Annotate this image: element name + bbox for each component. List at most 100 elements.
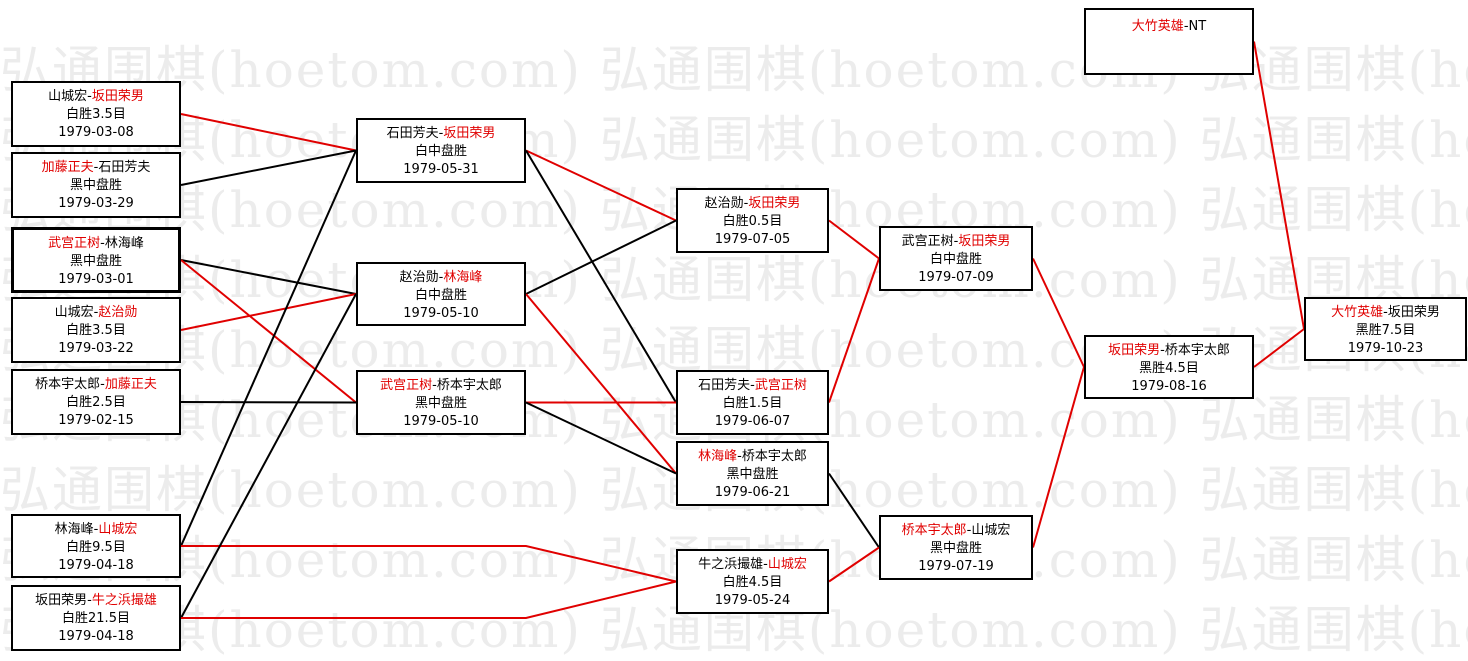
match-players: 桥本宇太郎-加藤正夫 [13,376,179,394]
match-date: 1979-06-07 [714,414,791,429]
match-date: 1979-03-08 [58,125,134,140]
winner-connector-line [1032,258,1085,368]
match-date: 1979-04-18 [58,558,134,573]
match-result: 黑中盘胜 [929,541,982,556]
winner-connector-line [181,545,677,583]
player-white: 坂田荣男 [1387,305,1440,320]
separator: - [750,378,755,393]
match-result: 白胜3.5目 [66,107,126,122]
player-white: 坂田荣男 [91,89,144,104]
winner-connector-line [180,293,357,331]
match-players: 加藤正夫-石田芳夫 [13,159,179,177]
player-white: 桥本宇太郎 [741,449,807,464]
player-white: 牛之浜撮雄 [91,593,157,608]
separator: - [87,89,92,104]
player-black: 坂田荣男 [35,593,88,608]
loser-connector-line [180,293,357,619]
loser-connector-line [180,149,357,186]
separator: - [100,377,105,392]
player-black: 桥本宇太郎 [901,523,967,538]
match-date: 1979-05-24 [714,593,791,608]
match-box[interactable]: 武宫正树-坂田荣男白中盘胜 1979-07-09 [879,226,1033,291]
match-result: 黑中盘胜 [69,254,122,269]
match-box[interactable]: 武宫正树-林海峰黑中盘胜 1979-03-01 [11,227,181,293]
player-black: 牛之浜撮雄 [698,557,764,572]
player-white: 赵治勋 [98,305,138,320]
match-players: 大竹英雄-坂田荣男 [1306,304,1465,322]
match-date: 1979-08-16 [1131,379,1207,394]
match-players: 牛之浜撮雄-山城宏 [678,556,827,574]
winner-connector-line [1253,41,1305,330]
match-result: 白胜21.5目 [62,611,130,626]
separator: - [100,236,105,251]
match-date: 1979-03-29 [58,196,134,211]
match-result: 黑胜4.5目 [1139,361,1199,376]
match-date: 1979-05-10 [403,306,479,321]
match-players: 大竹英雄-NT [1086,18,1252,36]
match-box[interactable]: 大竹英雄-NT [1084,8,1254,75]
player-white: 桥本宇太郎 [436,378,502,393]
match-result: 黑中盘胜 [414,396,467,411]
match-result: 白胜4.5目 [722,575,783,590]
match-box[interactable]: 大竹英雄-坂田荣男黑胜7.5目 1979-10-23 [1304,297,1467,361]
loser-connector-line [828,472,880,549]
player-black: 石田芳夫 [386,126,439,141]
match-result: 黑中盘胜 [726,467,779,482]
match-players: 赵治勋-坂田荣男 [678,195,827,213]
match-date: 1979-07-19 [918,559,994,574]
match-players: 武宫正树-坂田荣男 [881,233,1031,251]
match-result: 黑中盘胜 [69,178,122,193]
separator: - [953,234,959,249]
match-players: 石田芳夫-武宫正树 [678,377,827,395]
winner-connector-line [180,113,357,152]
player-white: 石田芳夫 [98,160,151,175]
match-result: 白胜3.5目 [66,323,126,338]
loser-connector-line [525,401,677,475]
player-black: 山城宏 [48,89,88,104]
separator: - [763,557,768,572]
player-black: 赵治勋 [704,196,744,211]
player-white: 加藤正夫 [104,377,157,392]
player-white: 坂田荣男 [443,126,496,141]
player-black: 武宫正树 [48,236,101,251]
player-white: 林海峰 [443,270,483,285]
match-date: 1979-07-09 [918,270,994,285]
match-players: 林海峰-山城宏 [13,521,179,539]
match-date: 1979-10-23 [1347,341,1424,356]
match-players: 林海峰-桥本宇太郎 [678,448,827,466]
match-result: 白中盘胜 [929,252,982,267]
separator: - [93,160,99,175]
player-black: 山城宏 [54,305,94,320]
winner-connector-line [525,149,677,222]
match-date: 1979-05-10 [403,414,479,429]
match-box[interactable]: 加藤正夫-石田芳夫黑中盘胜 1979-03-29 [11,152,181,218]
match-result: 黑胜7.5目 [1355,323,1416,338]
winner-connector-line [828,258,880,403]
player-white: 山城宏 [767,557,807,572]
loser-connector-line [180,150,357,547]
loser-connector-line [525,219,677,295]
separator: - [93,305,99,320]
player-black: 大竹英雄 [1331,305,1384,320]
winner-connector-line [180,259,357,404]
match-players: 山城宏-坂田荣男 [13,88,179,106]
player-white: 山城宏 [971,523,1011,538]
player-white: 林海峰 [104,236,144,251]
match-date: 1979-03-01 [58,272,134,287]
player-black: 武宫正树 [380,378,433,393]
